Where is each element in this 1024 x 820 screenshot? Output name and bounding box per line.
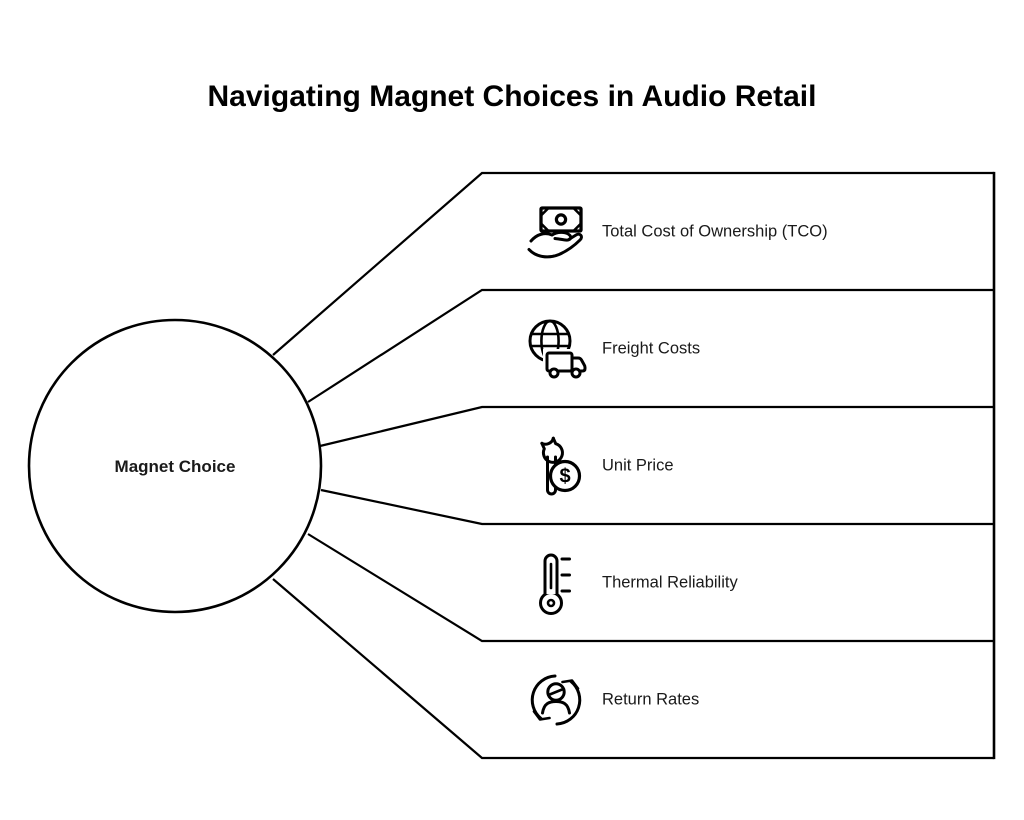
- thermometer-icon: [539, 553, 571, 615]
- banner-boundary-3: [319, 405, 994, 448]
- banner-boundary-5: [307, 533, 994, 643]
- globe-truck-icon: [528, 319, 589, 379]
- banner-outlines: [272, 171, 996, 760]
- center-node-circle: [27, 318, 323, 614]
- item-label-return-rates: Return Rates: [602, 690, 700, 709]
- center-node-label: Magnet Choice: [114, 457, 236, 476]
- banner-boundary-4: [320, 488, 994, 526]
- person-cycle-icon: [530, 674, 582, 726]
- banner-boundary-2: [307, 288, 994, 403]
- banner-boundary-1: [272, 171, 994, 356]
- item-label-unit-price: Unit Price: [602, 456, 674, 475]
- item-label-freight-costs: Freight Costs: [602, 339, 701, 358]
- money-hand-icon: [527, 206, 583, 259]
- item-label-total-cost-of-ownership: Total Cost of Ownership (TCO): [602, 222, 828, 241]
- banner-boundary-6: [272, 578, 994, 760]
- page-title: Navigating Magnet Choices in Audio Retai…: [207, 80, 817, 114]
- wrench-dollar-icon: $: [540, 436, 582, 496]
- dollar-symbol: $: [559, 466, 570, 488]
- item-label-thermal-reliability: Thermal Reliability: [602, 573, 738, 592]
